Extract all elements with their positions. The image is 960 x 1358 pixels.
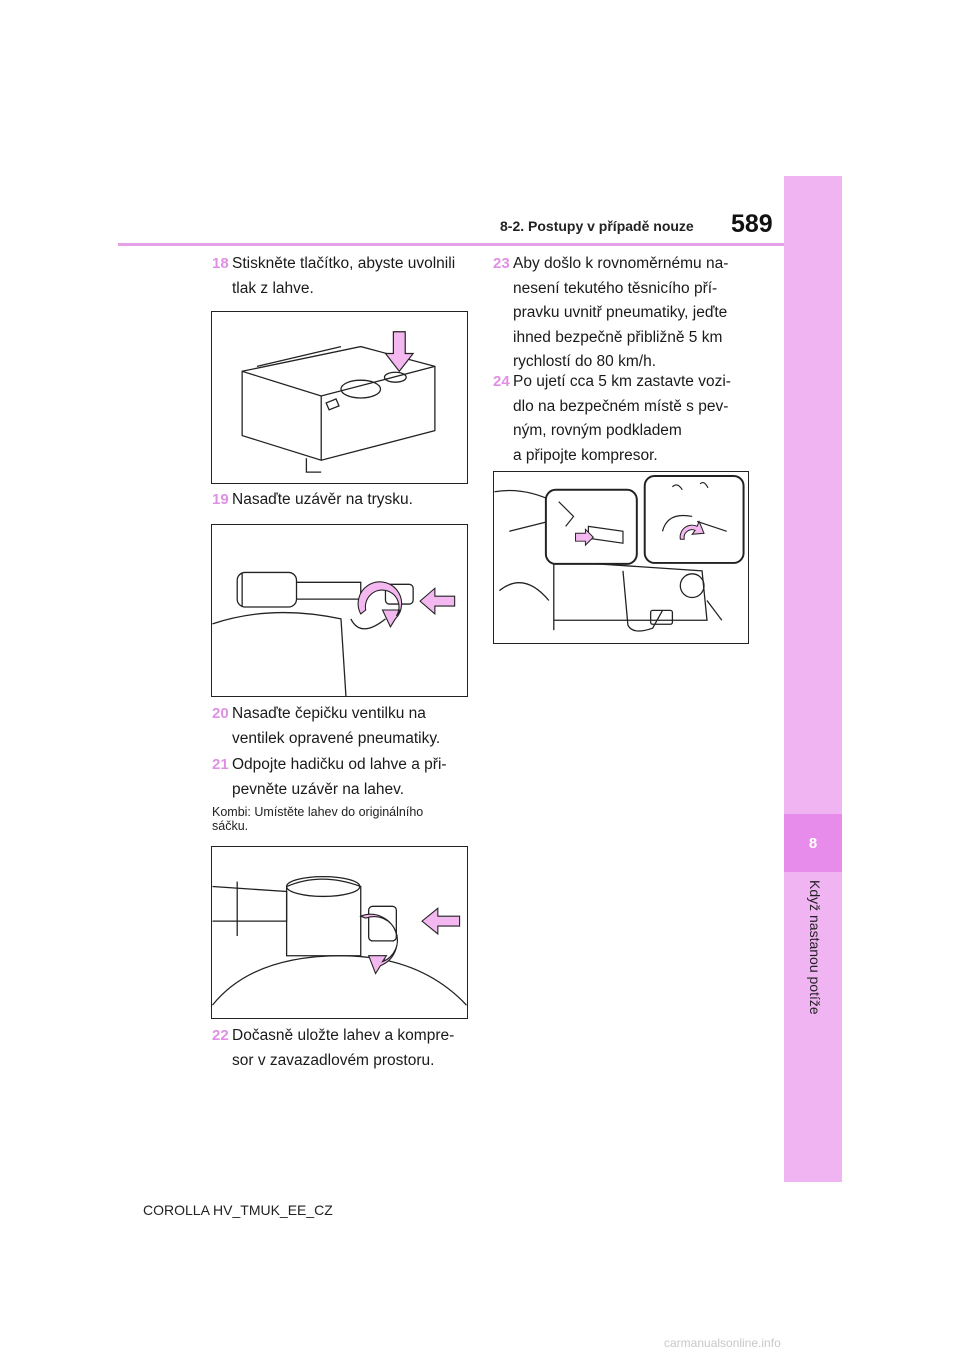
- step-18: 18 Stiskněte tlačítko, abyste uvolnili t…: [212, 252, 472, 301]
- note-line: sáčku.: [212, 819, 249, 833]
- figure-bottle-cap: [211, 846, 468, 1019]
- step-24: 24 Po ujetí cca 5 km zastavte vozi- dlo …: [493, 370, 763, 468]
- step-number: 20: [212, 705, 229, 722]
- step-number: 24: [493, 373, 510, 390]
- step-line: tlak z lahve.: [232, 279, 314, 297]
- step-23: 23 Aby došlo k rovnoměrnému na- nesení t…: [493, 252, 763, 375]
- step-number: 19: [212, 491, 229, 508]
- step-line: Dočasně uložte lahev a kompre-: [232, 1027, 455, 1044]
- page-number: 589: [731, 210, 773, 238]
- step-line: a připojte kompresor.: [513, 446, 658, 464]
- step-20: 20 Nasaďte čepičku ventilku na ventilek …: [212, 702, 472, 751]
- step-line: Aby došlo k rovnoměrnému na-: [513, 255, 729, 272]
- step-line: Stiskněte tlačítko, abyste uvolnili: [232, 255, 456, 272]
- step-line: ihned bezpečně přibližně 5 km: [513, 328, 723, 346]
- step-line: pevněte uzávěr na lahev.: [232, 780, 405, 798]
- step-19: 19 Nasaďte uzávěr na trysku.: [212, 488, 472, 513]
- step-line: ným, rovným podkladem: [513, 422, 682, 439]
- step-number: 18: [212, 255, 229, 272]
- note-kombi: Kombi: Umístěte lahev do originálního sá…: [212, 805, 472, 833]
- chapter-number-tab: 8: [784, 814, 842, 872]
- figure-nozzle-cap: [211, 524, 468, 697]
- figure-car-compressor: [493, 471, 749, 644]
- step-line: rychlostí do 80 km/h.: [513, 353, 657, 370]
- step-22: 22 Dočasně uložte lahev a kompre- sor v …: [212, 1024, 472, 1073]
- header-rule: [118, 243, 784, 246]
- step-line: ventilek opravené pneumatiky.: [232, 729, 441, 747]
- step-number: 22: [212, 1027, 229, 1044]
- watermark: carmanualsonline.info: [664, 1336, 781, 1350]
- step-21: 21 Odpojte hadičku od lahve a při- pevně…: [212, 753, 472, 802]
- step-line: Nasaďte uzávěr na trysku.: [232, 491, 413, 508]
- chapter-side-tab: [784, 176, 842, 1182]
- step-line: Nasaďte čepičku ventilku na: [232, 705, 426, 722]
- step-line: dlo na bezpečném místě s pev-: [513, 397, 729, 415]
- chapter-label: Když nastanou potíže: [807, 880, 823, 1015]
- footer-model-code: COROLLA HV_TMUK_EE_CZ: [143, 1202, 333, 1218]
- step-line: sor v zavazadlovém prostoru.: [232, 1051, 435, 1069]
- step-line: nesení tekutého těsnicího pří-: [513, 279, 718, 297]
- step-number: 23: [493, 255, 510, 272]
- section-title: 8-2. Postupy v případě nouze: [500, 218, 694, 234]
- step-line: Odpojte hadičku od lahve a při-: [232, 756, 447, 773]
- step-number: 21: [212, 756, 229, 773]
- step-line: pravku uvnitř pneumatiky, jeďte: [513, 304, 728, 321]
- figure-compressor-button: [211, 311, 468, 484]
- chapter-number: 8: [808, 834, 818, 852]
- step-line: Po ujetí cca 5 km zastavte vozi-: [513, 373, 731, 390]
- note-line: Kombi: Umístěte lahev do originálního: [212, 805, 424, 819]
